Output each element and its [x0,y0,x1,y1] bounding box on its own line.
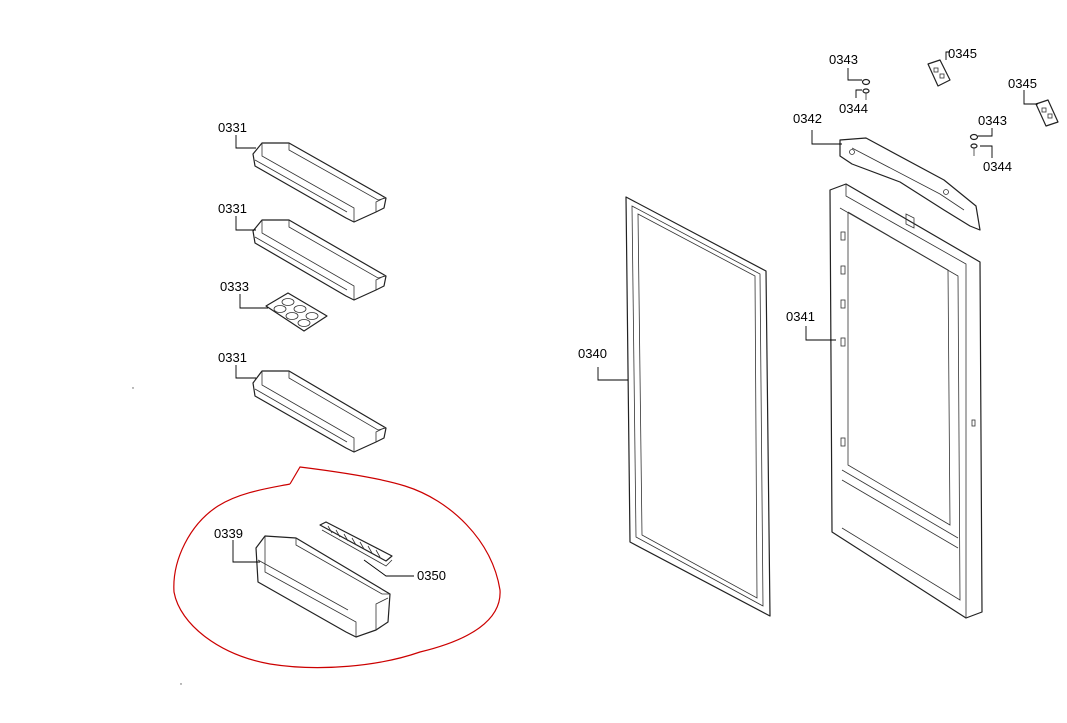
hinge-plate-right [1035,99,1059,127]
door-panel [829,183,983,619]
label-door-panel: 0341 [786,309,815,324]
label-hinge-screw-left: 0344 [839,101,868,116]
leader-shelf-top [235,135,256,149]
leader-shelf-bottom [235,365,256,379]
label-hinge-screw-right: 0344 [983,159,1012,174]
hinge-screw-right [970,143,978,156]
hinge-nut-right [969,133,979,141]
leader-bottle-shelf [232,540,260,563]
leader-egg-tray [239,294,268,309]
door-gasket [625,196,771,617]
leader-bottle-retainer [363,559,414,577]
leader-hinge-screw-right [980,145,993,158]
label-door-gasket: 0340 [578,346,607,361]
leader-door-gasket [597,367,628,381]
bottle-shelf [255,535,391,638]
hinge-screw-left [862,88,870,100]
highlight-circle [173,466,501,669]
label-hinge-plate-top: 0345 [948,46,977,61]
label-shelf-top: 0331 [218,120,247,135]
label-shelf-bottom: 0331 [218,350,247,365]
door-shelf-middle [252,219,387,301]
leader-hinge-nut-left [847,68,862,81]
door-shelf-top [252,142,387,223]
bottle-retainer [319,521,393,567]
hinge-nut-left [861,78,871,86]
leader-shelf-middle [235,216,256,231]
label-hinge-nut-left: 0343 [829,52,858,67]
label-bottle-shelf: 0339 [214,526,243,541]
leader-hinge-plate-top [945,51,950,60]
speck [132,387,134,389]
door-shelf-bottom [252,370,387,453]
leader-hinge-nut-right [978,128,993,137]
egg-tray [265,292,328,332]
hinge-plate-top [927,59,951,87]
label-hinge-bracket: 0342 [793,111,822,126]
label-egg-tray: 0333 [220,279,249,294]
leader-hinge-plate-right [1023,90,1038,105]
label-hinge-plate-right: 0345 [1008,76,1037,91]
leader-hinge-screw-left [855,89,862,98]
hinge-bracket [839,137,981,231]
leader-hinge-bracket [811,130,842,145]
label-shelf-middle: 0331 [218,201,247,216]
label-bottle-retainer: 0350 [417,568,446,583]
speck [180,683,182,685]
label-hinge-nut-right: 0343 [978,113,1007,128]
leader-door-panel [805,326,836,341]
